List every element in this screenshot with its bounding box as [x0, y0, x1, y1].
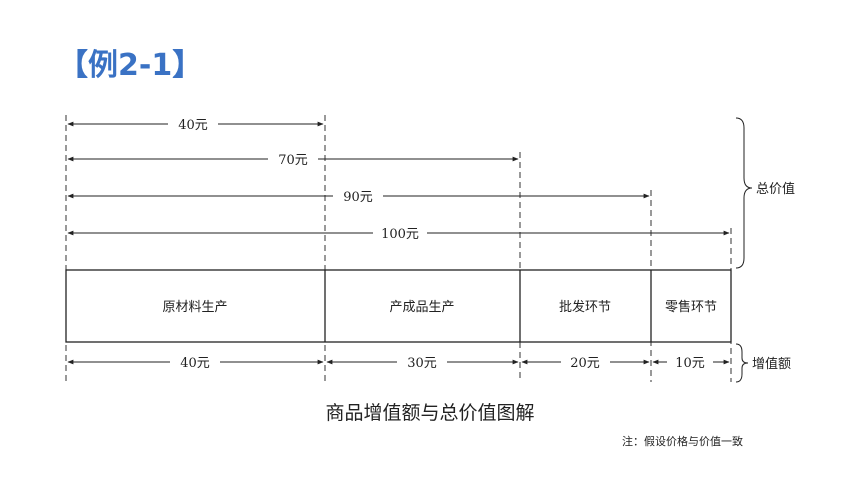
value-added-label: 增值额: [752, 356, 791, 372]
va-label-10: 10元: [675, 356, 705, 371]
diagram-caption: 商品增值额与总价值图解: [325, 402, 535, 424]
total-value-label: 总价值: [756, 181, 795, 197]
va-label-30: 30元: [407, 356, 437, 371]
footnote: 注：假设价格与价值一致: [622, 435, 743, 448]
stage-raw-material: 原材料生产: [162, 300, 227, 315]
total-label-100: 100元: [381, 227, 419, 242]
stages-frame: [65, 269, 732, 343]
value-added-brace: [735, 343, 749, 383]
slide-title: 【例2-1】: [58, 48, 203, 83]
stage-wholesale: 批发环节: [559, 299, 611, 315]
total-value-brace: [735, 117, 753, 269]
total-label-70: 70元: [278, 153, 308, 168]
stage-retail: 零售环节: [665, 299, 717, 315]
stage-finished-product: 产成品生产: [389, 300, 454, 315]
va-label-20: 20元: [570, 356, 600, 371]
total-value-arrows: [67, 121, 730, 236]
stage-boxes: [65, 269, 732, 343]
total-label-40: 40元: [178, 118, 208, 133]
total-label-90: 90元: [343, 190, 373, 205]
va-label-40: 40元: [180, 356, 210, 371]
